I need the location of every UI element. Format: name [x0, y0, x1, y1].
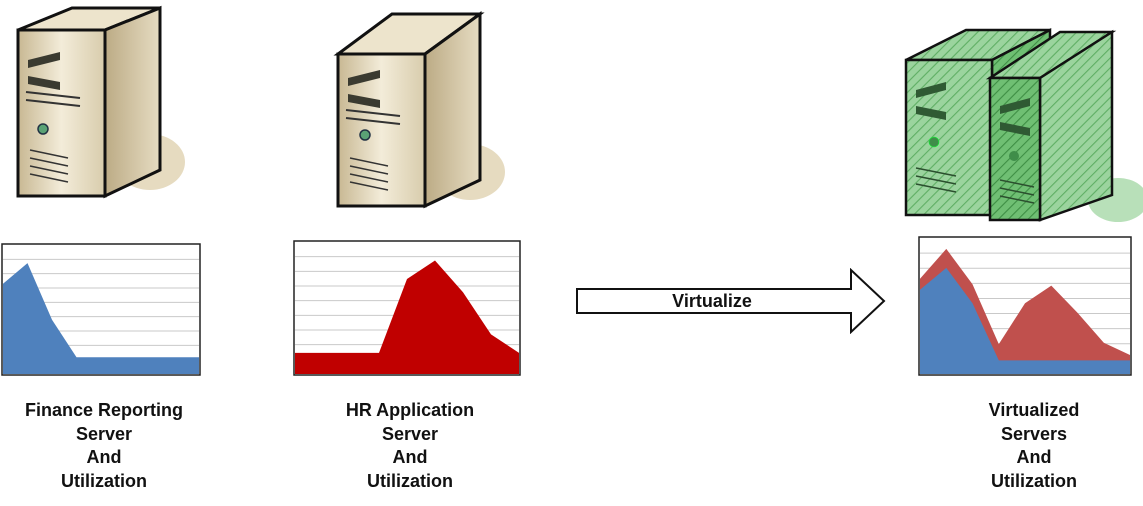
virtualized-servers-icon	[904, 27, 1143, 222]
utilization-area-series-0	[295, 260, 519, 374]
finance-caption: Finance Reporting Server And Utilization	[24, 400, 183, 491]
finance-server-icon	[16, 5, 185, 199]
utilization-area-series-1	[920, 267, 1130, 374]
virtualize-arrow: Virtualize	[576, 268, 886, 334]
chart-frame	[1, 243, 201, 376]
hr-server-icon	[333, 11, 505, 209]
hr-caption: HR Application Server And Utilization	[345, 400, 475, 491]
chart-frame	[293, 240, 521, 376]
utilization-area-series-0	[3, 263, 199, 374]
chart-frame	[918, 236, 1132, 376]
virtualized-caption: Virtualized Servers And Utilization	[988, 400, 1080, 491]
virtualize-label: Virtualize	[672, 291, 752, 311]
hr-utilization-chart	[293, 240, 521, 376]
virtualized-utilization-chart	[918, 236, 1132, 376]
finance-utilization-chart	[1, 243, 201, 376]
